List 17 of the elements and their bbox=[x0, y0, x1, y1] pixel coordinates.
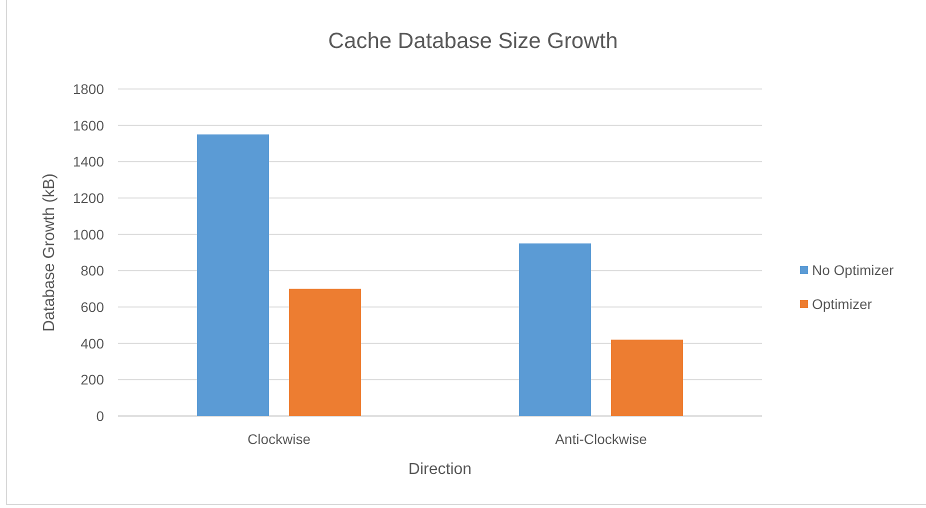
tick-label: 1600 bbox=[72, 117, 104, 134]
tick-label: 1400 bbox=[72, 154, 104, 170]
tick-label: 800 bbox=[80, 262, 104, 279]
tick-label: 200 bbox=[80, 372, 104, 388]
category-label: Anti-Clockwise bbox=[555, 431, 647, 447]
tick-label: 0 bbox=[96, 408, 104, 424]
legend-label: Optimizer bbox=[812, 296, 872, 312]
axis-title: Database Growth (kB) bbox=[41, 173, 58, 332]
legend-label: No Optimizer bbox=[812, 262, 894, 278]
axis-title: Direction bbox=[408, 461, 472, 478]
category-label: Clockwise bbox=[248, 431, 310, 447]
chart-title: Cache Database Size Growth bbox=[327, 28, 619, 54]
tick-label: 1200 bbox=[72, 190, 104, 206]
tick-label: 1800 bbox=[72, 81, 104, 97]
tick-label: 600 bbox=[80, 299, 104, 315]
tick-label: 1000 bbox=[72, 226, 104, 242]
tick-label: 400 bbox=[80, 335, 104, 352]
